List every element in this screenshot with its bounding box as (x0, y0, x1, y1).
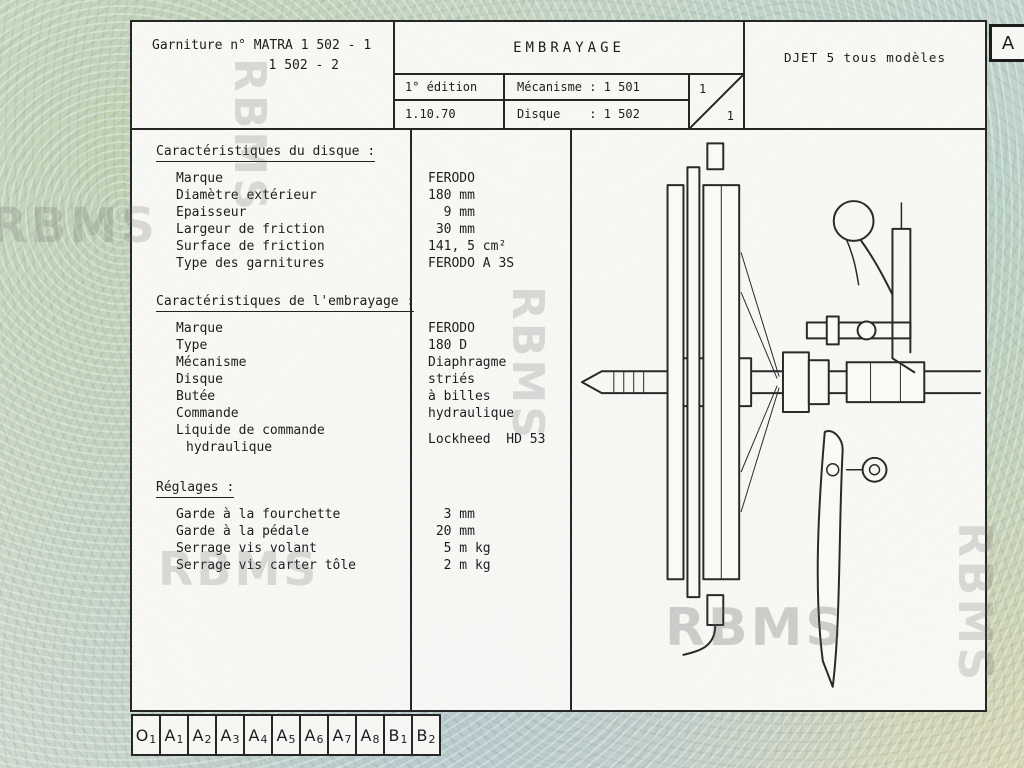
spec-value: hydraulique (428, 406, 515, 421)
spec-value: 180 mm (428, 188, 475, 203)
page-number-top: 1 (699, 82, 707, 96)
page-number-bottom: 1 (726, 109, 734, 123)
spec-label: Commande (176, 406, 239, 421)
column-divider-2 (570, 130, 572, 710)
spec-label: Surface de friction (176, 239, 325, 254)
spec-row: Marque FERODO (156, 170, 570, 187)
spec-value: FERODO (428, 321, 475, 336)
garniture-cell: Garniture n° MATRA 1 502 - 1 1 502 - 2 (132, 22, 395, 128)
spec-label: Mécanisme (176, 355, 247, 370)
edition-label: 1° édition (395, 75, 503, 101)
reference-cell: Mécanisme : 1 501 Disque : 1 502 (505, 75, 690, 128)
header: Garniture n° MATRA 1 502 - 1 1 502 - 2 E… (132, 22, 985, 130)
section-title: Caractéristiques du disque : (156, 144, 376, 162)
spec-row: Disque striés (156, 371, 570, 388)
spec-value: 141, 5 cm² (428, 239, 507, 254)
spec-label: Type (176, 338, 208, 353)
doc-title: EMBRAYAGE (395, 22, 743, 75)
drawing-area (572, 130, 985, 710)
section-reglages: Réglages : Garde à la fourchette 3 mm Ga… (156, 480, 570, 574)
spec-value: 180 D (428, 338, 468, 353)
spec-label: Type des garnitures (176, 256, 325, 271)
spec-row: Commande hydraulique (156, 405, 570, 422)
spec-row: Garde à la fourchette 3 mm (156, 506, 570, 523)
spec-value: 30 mm (428, 222, 475, 237)
section-title: Réglages : (156, 480, 235, 498)
spec-row: Type des garnitures FERODO A 3S (156, 255, 570, 272)
spec-value: 2 m kg (428, 558, 491, 573)
mecanisme-ref: Mécanisme : 1 501 (505, 75, 688, 101)
spec-value: 20 mm (428, 524, 475, 539)
spec-row: Largeur de friction 30 mm (156, 221, 570, 238)
spec-row: Epaisseur 9 mm (156, 204, 570, 221)
spec-label: Butée (176, 389, 216, 404)
column-divider-1 (410, 130, 412, 710)
spec-row: Garde à la pédale 20 mm (156, 523, 570, 540)
document-frame: Garniture n° MATRA 1 502 - 1 1 502 - 2 E… (130, 20, 987, 712)
spec-label: Garde à la fourchette (176, 507, 341, 522)
spec-value: FERODO (428, 171, 475, 186)
spec-value: 3 mm (428, 507, 475, 522)
spec-value: 9 mm (428, 205, 475, 220)
spec-label: Marque (176, 171, 223, 186)
content-area: Caractéristiques du disque : Marque FERO… (132, 130, 985, 710)
spec-row: Surface de friction 141, 5 cm² (156, 238, 570, 255)
spec-label: Largeur de friction (176, 222, 325, 237)
corner-index-tab: A (989, 24, 1024, 62)
spec-label: Diamètre extérieur (176, 188, 317, 203)
spec-label: Garde à la pédale (176, 524, 310, 539)
section-title: Caractéristiques de l'embrayage : (156, 294, 415, 312)
specifications-column: Caractéristiques du disque : Marque FERO… (132, 130, 570, 574)
spec-row: Diamètre extérieur 180 mm (156, 187, 570, 204)
header-subrow: 1° édition 1.10.70 Mécanisme : 1 501 Dis… (395, 75, 743, 128)
corner-index-letter: A (1001, 32, 1015, 54)
spec-label: Disque (176, 372, 223, 387)
spec-row: Serrage vis volant 5 m kg (156, 540, 570, 557)
spec-row: Butée à billes (156, 388, 570, 405)
edition-date: 1.10.70 (405, 107, 456, 121)
spec-value: striés (428, 372, 475, 387)
disque-ref: Disque : 1 502 (517, 107, 640, 121)
spec-label: Epaisseur (176, 205, 247, 220)
spec-label: Marque (176, 321, 223, 336)
spec-label-line2: hydraulique (186, 440, 273, 455)
spec-row: Marque FERODO (156, 320, 570, 337)
diagonal-divider (690, 75, 743, 128)
spec-label: Serrage vis volant (176, 541, 317, 556)
edition-cell: 1° édition 1.10.70 (395, 75, 505, 128)
spec-value: Diaphragme (428, 355, 507, 370)
spec-label: Liquide de commande (176, 423, 325, 438)
spec-row: Liquide de commande hydraulique Lockheed… (156, 422, 570, 456)
spec-row: Serrage vis carter tôle 2 m kg (156, 557, 570, 574)
spec-row: Type 180 D (156, 337, 570, 354)
section-disque: Caractéristiques du disque : Marque FERO… (156, 144, 570, 272)
model-cell: DJET 5 tous modèles (784, 50, 946, 65)
spec-value: 5 m kg (428, 541, 491, 556)
garniture-line1: Garniture n° MATRA 1 502 - 1 (152, 38, 372, 53)
spec-value: FERODO A 3S (428, 256, 515, 271)
spec-row: Mécanisme Diaphragme (156, 354, 570, 371)
page-number-cell: 1 1 (690, 75, 743, 128)
header-middle: EMBRAYAGE 1° édition 1.10.70 Mécanisme :… (395, 22, 745, 128)
spec-value: Lockheed HD 53 (428, 431, 546, 447)
section-embrayage: Caractéristiques de l'embrayage : Marque… (156, 294, 570, 456)
spec-label: Serrage vis carter tôle (176, 558, 357, 573)
garniture-line2: 1 502 - 2 (268, 58, 339, 73)
spec-value: à billes (428, 389, 491, 404)
clutch-diagram (580, 142, 982, 688)
